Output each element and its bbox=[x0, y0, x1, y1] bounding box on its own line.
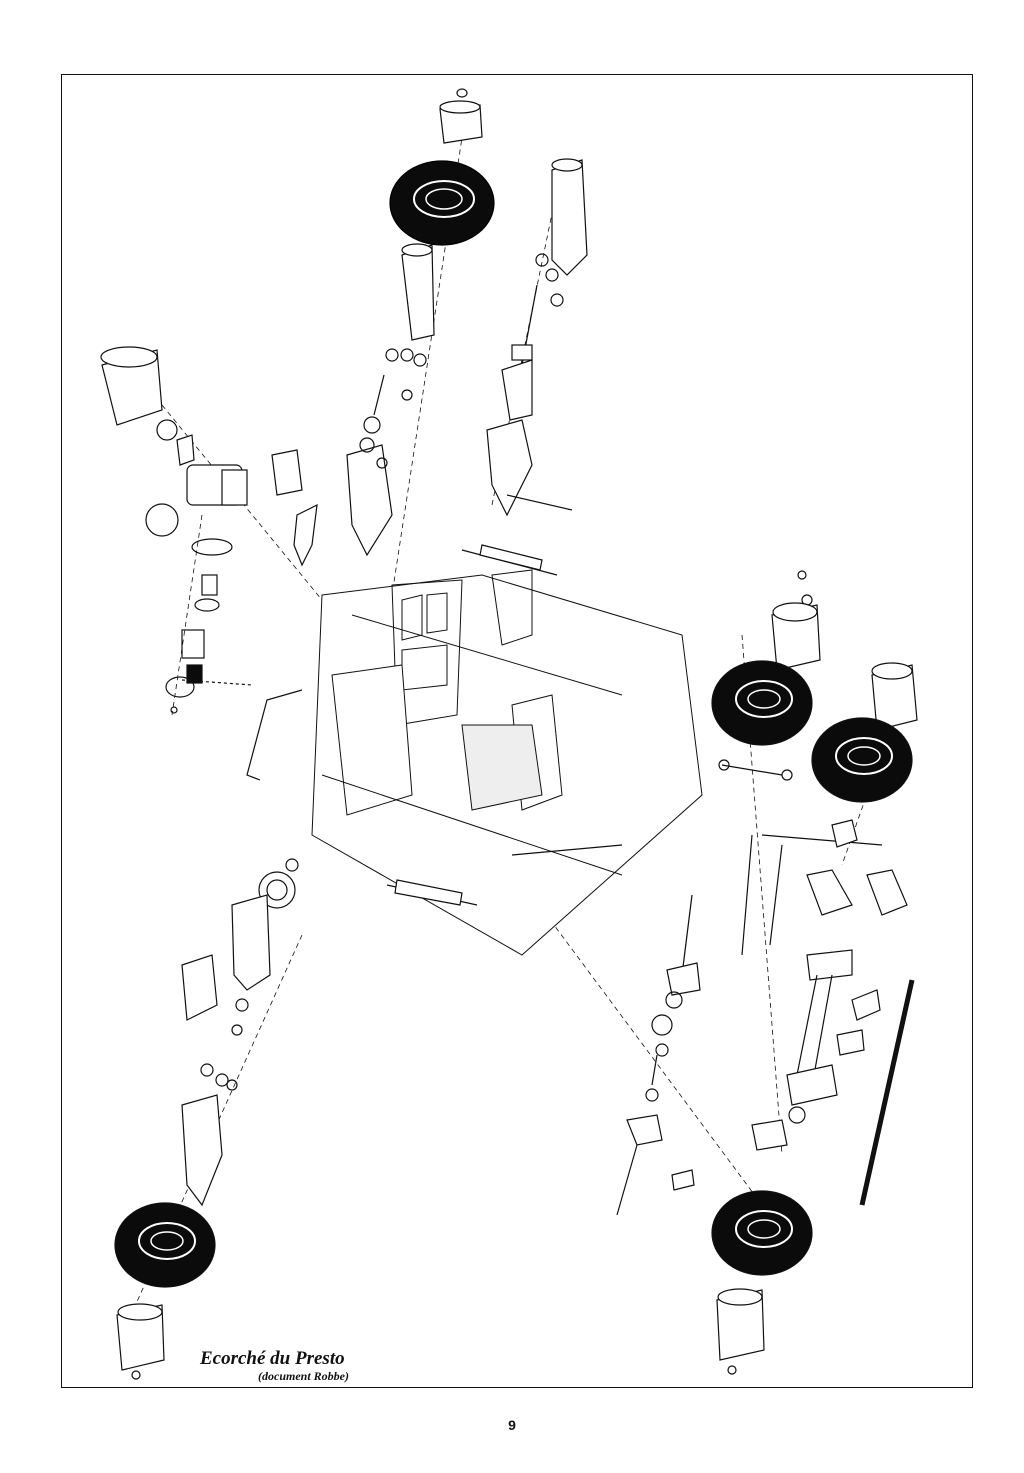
upper-left-arm bbox=[346, 243, 435, 557]
wire-roll-bar bbox=[246, 689, 303, 781]
center-right-parts bbox=[616, 962, 701, 1216]
caption-source: (document Robbe) bbox=[258, 1369, 349, 1383]
engine-assembly bbox=[100, 346, 318, 714]
rear-right-wheels bbox=[711, 570, 918, 803]
shock-absorbers bbox=[386, 544, 623, 906]
caption-title: Ecorché du Presto bbox=[200, 1348, 345, 1369]
lower-left-assembly bbox=[181, 858, 299, 1207]
front-upper-wheel bbox=[389, 88, 495, 246]
chassis-plates bbox=[311, 569, 703, 956]
figure-frame bbox=[61, 74, 973, 1388]
rear-lower-left-wheel bbox=[114, 1202, 216, 1380]
exploded-view-illustration bbox=[100, 88, 918, 1380]
front-lower-right-wheel bbox=[711, 1190, 813, 1375]
steering-linkage bbox=[681, 759, 915, 1206]
upper-right-arm bbox=[486, 158, 588, 517]
page-number: 9 bbox=[508, 1417, 516, 1433]
figure-caption: Ecorché du Presto (document Robbe) bbox=[200, 1348, 380, 1384]
